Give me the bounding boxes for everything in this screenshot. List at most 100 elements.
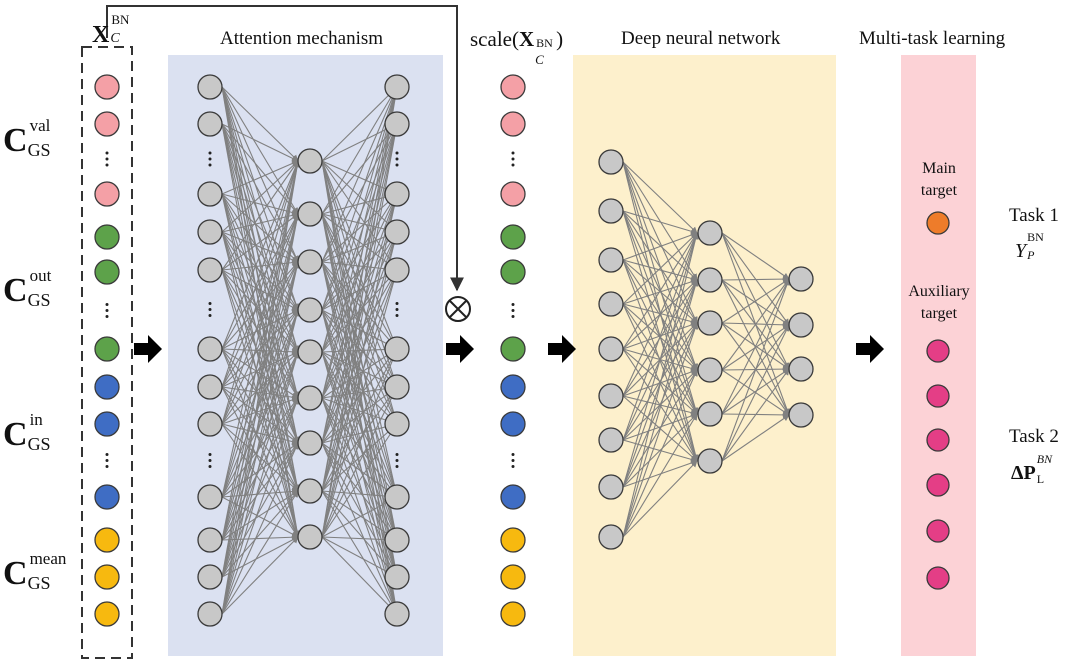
connection-edge xyxy=(221,269,299,311)
connection-edge xyxy=(321,386,398,492)
ellipsis-dot xyxy=(208,151,212,155)
attention-node xyxy=(197,111,223,137)
connection-edge xyxy=(221,231,299,399)
connection-edge xyxy=(221,397,300,615)
ellipsis-dot xyxy=(395,314,399,317)
scale-sup: BN xyxy=(536,36,553,50)
connection-edge xyxy=(221,160,300,425)
ellipsis-dot xyxy=(511,459,515,462)
ellipsis-dot xyxy=(208,314,212,317)
ellipsis-dot xyxy=(511,465,515,468)
ellipsis-dot xyxy=(511,151,515,155)
connection-edge xyxy=(221,269,299,353)
input-node-out xyxy=(94,336,120,362)
arrow-right-icon xyxy=(446,335,474,363)
main-target-node xyxy=(926,211,950,235)
ellipsis-dot xyxy=(395,459,399,462)
connection-edge xyxy=(321,536,398,615)
connection-edge xyxy=(321,86,400,444)
connection-edge xyxy=(221,213,300,498)
ellipsis-dot xyxy=(511,157,515,161)
connection-edge xyxy=(622,232,698,350)
connection-edge xyxy=(622,369,698,538)
scaled-node-in xyxy=(500,484,526,510)
connection-edge xyxy=(622,232,698,305)
ellipsis-dot xyxy=(511,163,515,167)
connection-edge xyxy=(221,193,299,216)
connection-edge xyxy=(321,86,398,215)
task2-var-base: ΔP xyxy=(1011,462,1036,484)
ellipsis-dot xyxy=(208,465,212,468)
attention-node xyxy=(384,564,410,590)
connection-edge xyxy=(321,193,399,399)
task1-label: Task 1 xyxy=(1009,205,1059,226)
connection-edge xyxy=(221,488,299,498)
task2-var-sub: L xyxy=(1036,472,1045,486)
connection-edge xyxy=(321,193,398,353)
connection-edge xyxy=(221,496,299,538)
connection-edge xyxy=(622,412,698,441)
group-in-sup: in xyxy=(29,410,43,429)
scaled-node-val xyxy=(500,74,526,100)
dnn-output-node xyxy=(788,356,814,382)
connection-edge xyxy=(622,413,698,538)
connection-edge xyxy=(221,213,301,615)
connection-edge xyxy=(221,536,299,615)
connection-edge xyxy=(221,396,299,425)
input-node-mean xyxy=(94,601,120,627)
connection-edge xyxy=(221,213,301,578)
input-dashed-box xyxy=(81,46,133,659)
group-out-base: C xyxy=(3,272,28,309)
aux-target-node xyxy=(926,428,950,452)
attention-hidden-node xyxy=(297,385,323,411)
input-node-val xyxy=(94,181,120,207)
aux-target-node xyxy=(926,473,950,497)
scaled-node-mean xyxy=(500,527,526,553)
dnn-output-node xyxy=(788,402,814,428)
connection-edge xyxy=(721,324,790,462)
attention-node xyxy=(384,527,410,553)
ellipsis-dot xyxy=(105,309,109,312)
connection-edge xyxy=(221,160,299,233)
connection-edge xyxy=(321,423,398,538)
attention-hidden-node xyxy=(297,478,323,504)
scale-suffix: ) xyxy=(556,27,564,51)
connection-edge xyxy=(622,231,698,261)
attention-node xyxy=(384,484,410,510)
connection-edge xyxy=(221,213,300,541)
ellipsis-dot xyxy=(105,453,109,456)
attention-node xyxy=(197,484,223,510)
connection-edge xyxy=(622,232,699,538)
connection-edge xyxy=(721,278,790,415)
scale-sub: C xyxy=(535,52,544,67)
group-mean-base: C xyxy=(3,555,28,592)
connection-edge xyxy=(221,160,300,498)
ellipsis-dot xyxy=(105,163,109,167)
input-var-sup: BN xyxy=(111,12,130,27)
ellipsis-dot xyxy=(395,465,399,468)
group-mean-sub: GS xyxy=(27,573,51,593)
task1-var-sup: BN xyxy=(1027,230,1044,244)
input-node-val xyxy=(94,74,120,100)
connection-edge xyxy=(221,86,299,162)
ellipsis-dot xyxy=(395,453,399,456)
connection-edge xyxy=(622,210,698,235)
connection-edge xyxy=(221,193,299,263)
connection-edge xyxy=(721,275,790,283)
connection-edge xyxy=(221,160,299,271)
connection-edge xyxy=(321,193,399,492)
connection-edge xyxy=(321,123,399,444)
connection-edge xyxy=(221,231,299,263)
connection-edge xyxy=(221,231,299,311)
connection-edge xyxy=(221,123,299,162)
connection-edge xyxy=(321,261,398,388)
connection-edge xyxy=(221,160,299,350)
scale-prefix: scale( xyxy=(470,27,519,51)
connection-edge xyxy=(622,161,698,234)
dnn-title: Deep neural network xyxy=(621,28,781,49)
dnn-input-node xyxy=(598,383,624,409)
connection-edge xyxy=(221,309,300,541)
attention-node xyxy=(197,527,223,553)
